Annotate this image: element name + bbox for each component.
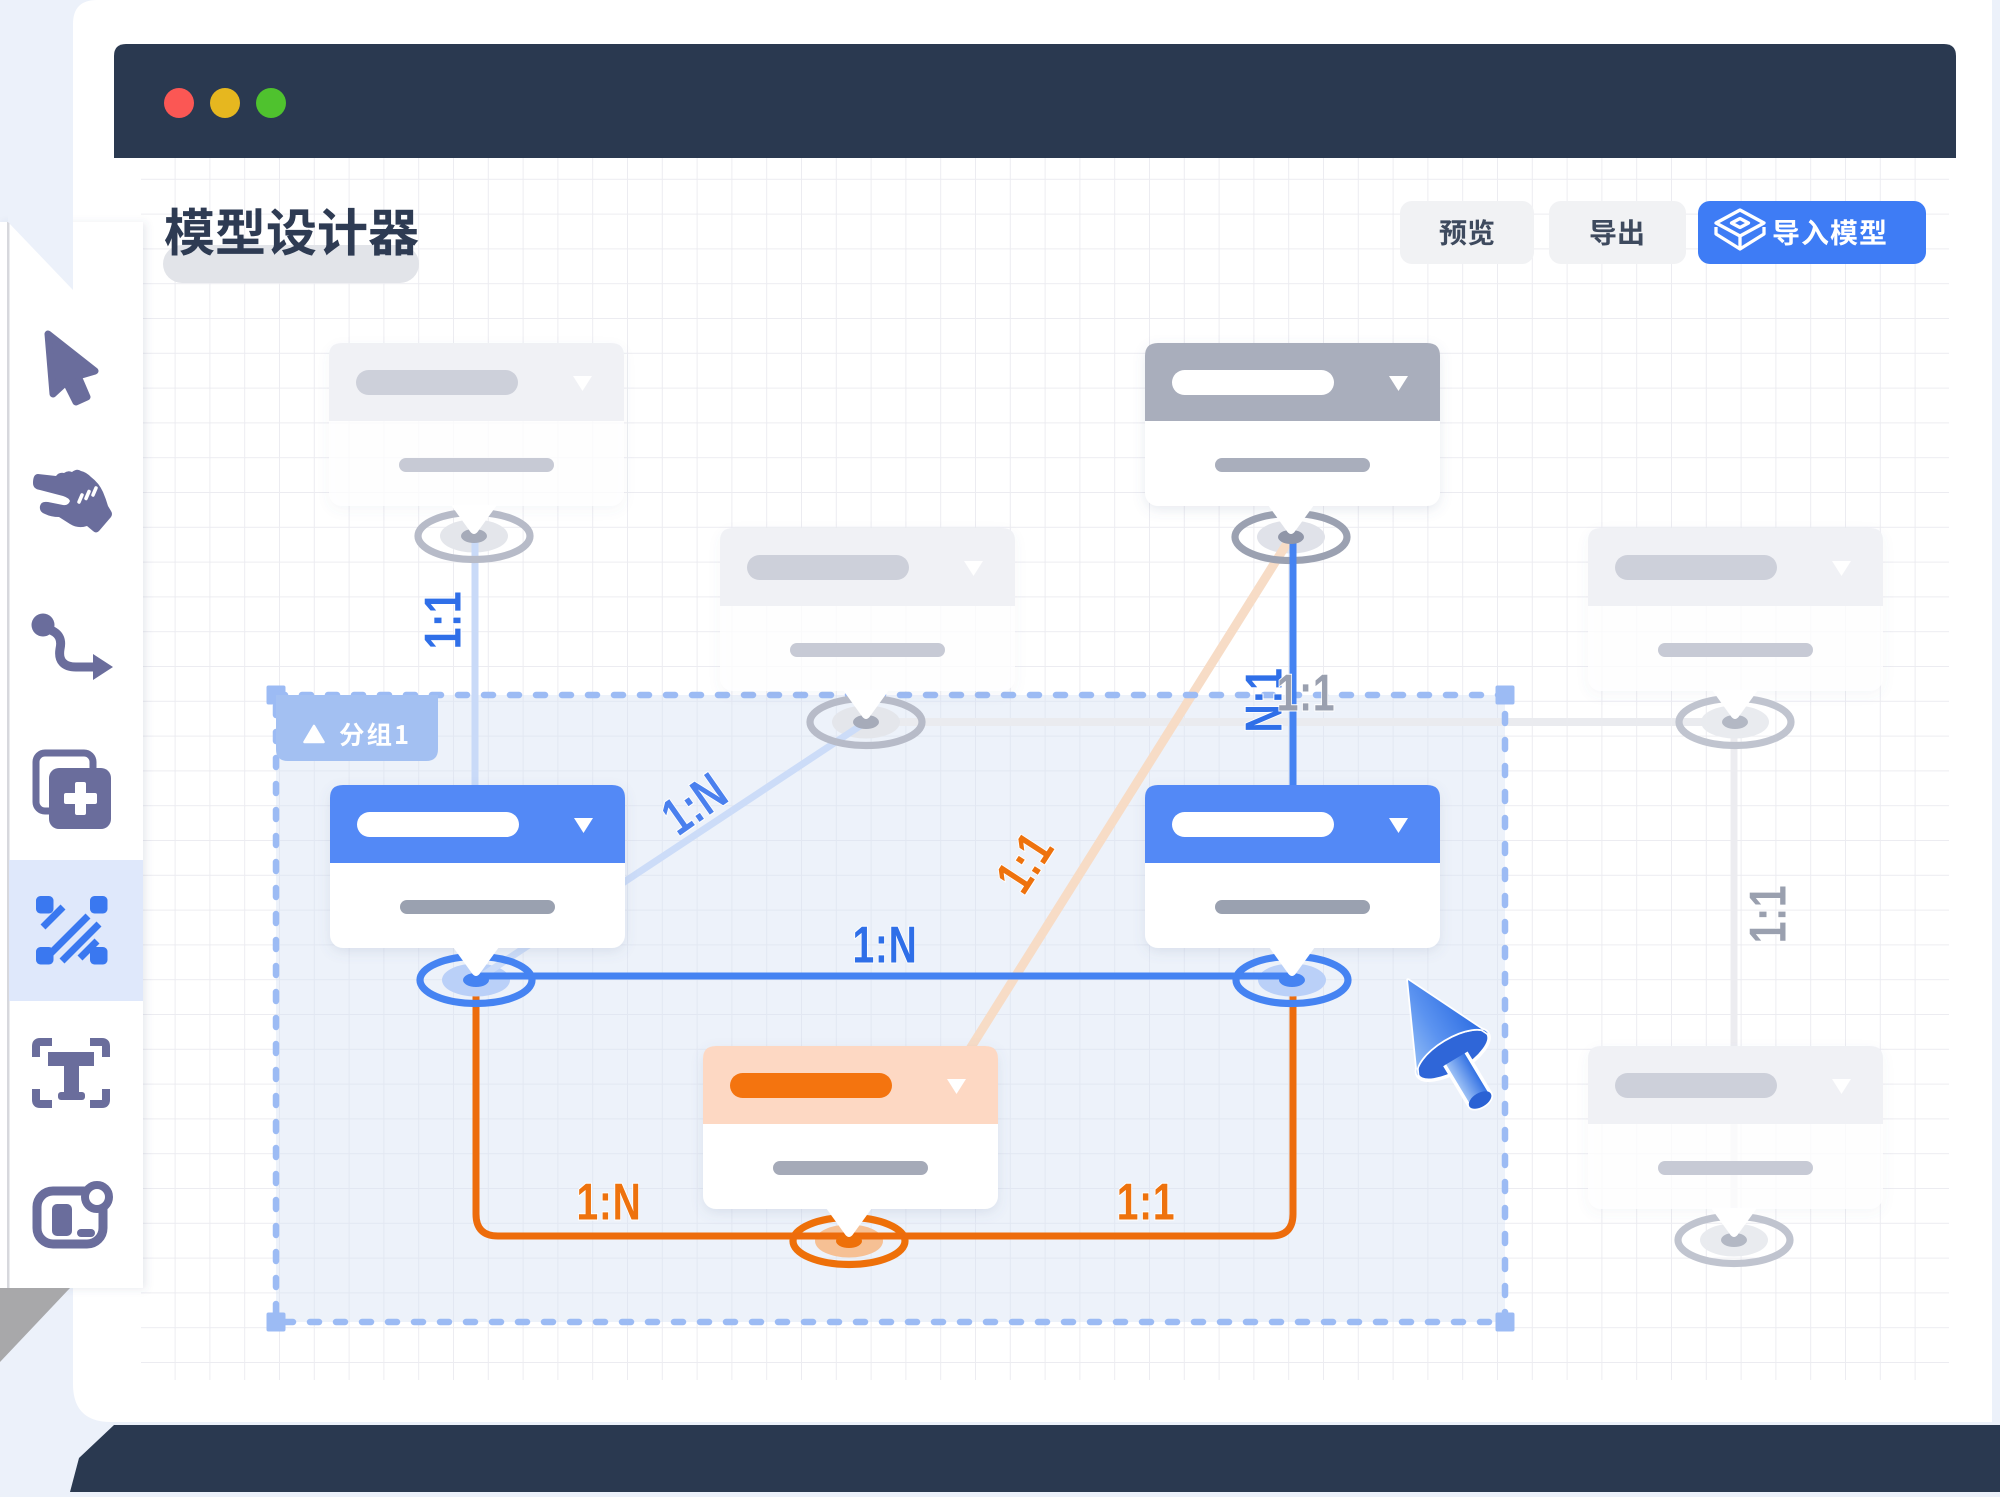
svg-text:1:1: 1:1 (413, 591, 472, 650)
svg-text:1:1: 1:1 (1117, 1172, 1176, 1231)
svg-text:N:1: N:1 (1234, 667, 1293, 732)
svg-text:1:1: 1:1 (1277, 663, 1336, 722)
svg-text:1:N: 1:N (576, 1172, 641, 1231)
svg-text:1:1: 1:1 (1738, 885, 1797, 944)
svg-text:1:N: 1:N (852, 915, 917, 974)
